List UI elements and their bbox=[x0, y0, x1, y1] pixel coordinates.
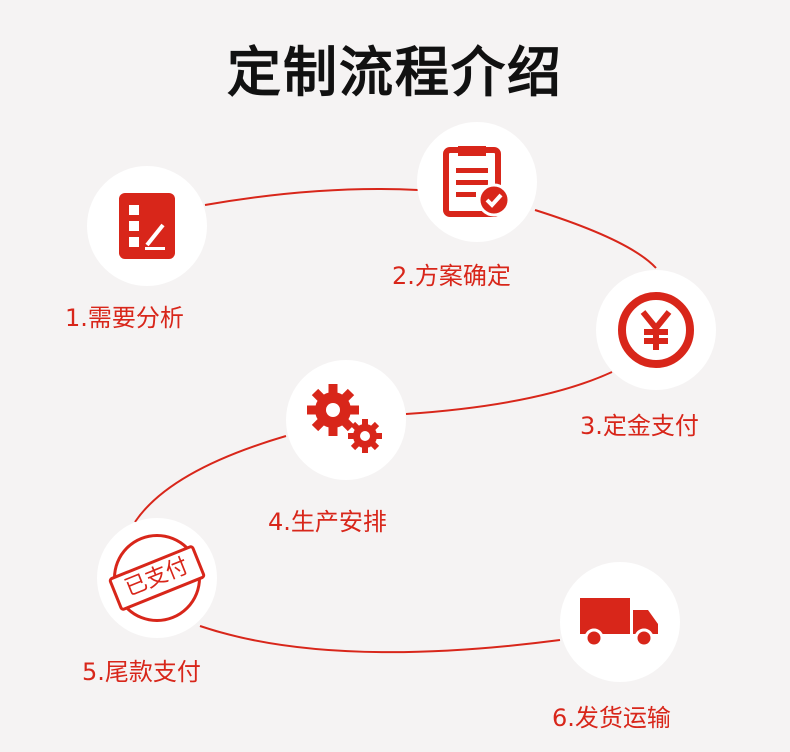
step-6-label: 6.发货运输 bbox=[552, 704, 671, 732]
step-6-circle bbox=[560, 562, 680, 682]
truck-icon bbox=[580, 598, 658, 648]
paid-stamp-icon: 已支付 bbox=[107, 530, 207, 626]
yen-icon bbox=[618, 292, 694, 368]
step-1-circle bbox=[87, 166, 207, 286]
checklist-icon bbox=[119, 193, 175, 259]
clipboard-check-icon bbox=[443, 146, 511, 217]
gears-icon bbox=[307, 384, 382, 453]
step-5-label: 5.尾款支付 bbox=[82, 658, 201, 686]
step-2-label: 2.方案确定 bbox=[392, 262, 511, 290]
step-3-circle bbox=[596, 270, 716, 390]
step-3-label: 3.定金支付 bbox=[580, 412, 699, 440]
step-4-circle bbox=[286, 360, 406, 480]
page-title: 定制流程介绍 bbox=[227, 41, 563, 104]
step-1-label: 1.需要分析 bbox=[65, 304, 184, 332]
step-2-circle bbox=[417, 122, 537, 242]
step-4-label: 4.生产安排 bbox=[268, 508, 387, 536]
step-5-circle: 已支付 bbox=[97, 518, 217, 638]
